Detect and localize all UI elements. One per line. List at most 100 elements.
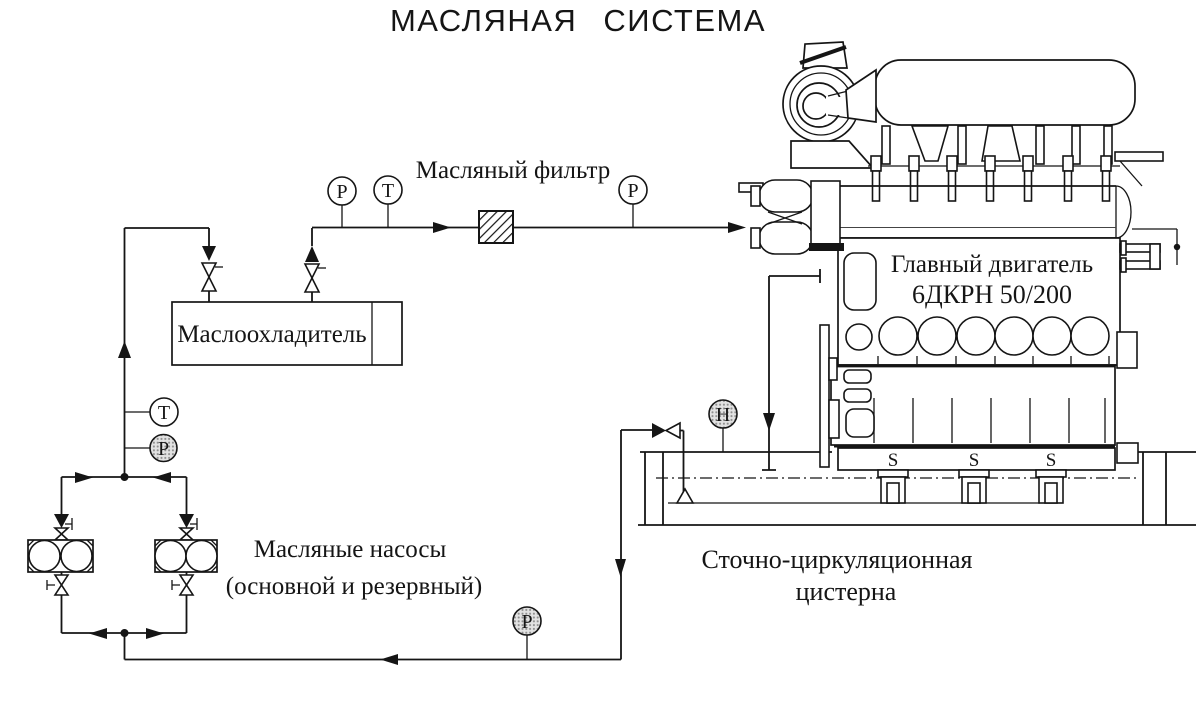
flow-arrow-down (179, 514, 194, 528)
flow-arrow-down (202, 246, 216, 261)
pumps-label-line2: (основной и резервный) (226, 573, 482, 600)
valves (46, 246, 681, 596)
junction-dot-engine-right (1173, 243, 1181, 251)
top-right-bracket (1114, 151, 1164, 162)
pressure-gauge-cooler-outlet: P (327, 176, 357, 206)
tank-right-posts (1142, 452, 1167, 525)
arrow-down-tank-outlet (615, 559, 626, 577)
cylinder-circles (845, 316, 1110, 356)
valve-stem (65, 518, 73, 530)
pump-right-bottom-valve (171, 572, 195, 596)
temperature-gauge-pump-discharge: T (149, 397, 179, 427)
gauge-letter: P (627, 180, 638, 202)
arrow-return-left (380, 654, 398, 665)
arrow-bottom-manifold-left (89, 628, 107, 639)
text-labels: МАСЛЯНАЯ СИСТЕМА Масляные насосы (основн… (226, 3, 973, 606)
piping-network (60, 204, 1181, 661)
engine-label-line1: Главный двигатель (891, 251, 1093, 278)
pressure-gauge-pump-discharge: P (149, 433, 178, 463)
engine-oil-inlet-assembly (738, 179, 844, 255)
gauge-letter: P (158, 438, 169, 460)
sump-mark: S (888, 450, 899, 471)
pumps-label-line1: Масляные насосы (254, 536, 447, 563)
pump-left-top-valve (52, 514, 73, 541)
oil-filter-label: Масляный фильтр (416, 157, 610, 184)
pump-corner-hatch (154, 539, 218, 573)
engine-manifold (838, 185, 1132, 239)
pipe-suction-return (124, 429, 652, 661)
tank-left-posts (644, 452, 664, 525)
turbo-outlet-funnel (845, 68, 877, 123)
gauge-stems (124, 204, 724, 659)
gauge-circle (149, 433, 178, 463)
gauge-letter: T (158, 402, 170, 424)
gauge-circle (618, 175, 648, 205)
pressure-gauge-suction-line: P (512, 606, 542, 636)
temperature-gauge-cooler-outlet: T (373, 175, 403, 205)
gauge-letter: P (336, 181, 347, 203)
pump-rotor (60, 539, 93, 573)
oil-cooler: Маслоохладитель (171, 301, 403, 366)
gauge-circle (327, 176, 357, 206)
tank-level-triangle (675, 487, 695, 504)
valve-stem (46, 580, 55, 590)
flow-arrows (75, 222, 775, 665)
junction-dot-bottom-manifold (120, 629, 129, 637)
pump-rotor (154, 539, 187, 573)
engine-label-line2: 6ДКРН 50/200 (912, 280, 1072, 309)
sump-mark: S (969, 450, 980, 471)
valve-stem (190, 518, 198, 530)
main-engine-drawing: Главный двигатель 6ДКРН 50/200 (738, 41, 1164, 504)
gauge-letter: P (521, 611, 532, 633)
arrow-down-engine-drain (763, 413, 775, 431)
tank-label-line1: Сточно-циркуляционная (701, 545, 972, 574)
tank-outlet-valve (652, 421, 681, 440)
oil-pump-standby (154, 539, 218, 573)
flow-arrow-up (305, 246, 319, 262)
pump-corner-hatch (27, 539, 94, 573)
oil-filter-box (478, 210, 514, 244)
air-receiver (874, 59, 1136, 126)
pipe-tank-drop (680, 429, 685, 500)
arrow-top-manifold-left (75, 472, 93, 483)
arrow-bottom-manifold-right (146, 628, 164, 639)
valve-stem (171, 580, 180, 590)
engine-mounts (877, 469, 1067, 504)
flow-arrow-down (54, 514, 69, 528)
gauge-circle (708, 399, 738, 429)
arrow-up-discharge-riser (118, 341, 131, 358)
pump-right-top-valve (177, 514, 198, 541)
pressure-gauge-after-filter: P (618, 175, 648, 205)
page-title: МАСЛЯНАЯ СИСТЕМА (390, 3, 766, 38)
turbo-inlet-eye (802, 92, 830, 120)
turbocharger (782, 41, 877, 169)
oil-cooler-label: Маслоохладитель (177, 321, 366, 348)
oil-pump-main (27, 539, 94, 573)
arrow-top-manifold-right (153, 472, 171, 483)
arrow-right-before-filter (433, 222, 451, 233)
cooler-inlet-valve (200, 246, 223, 292)
engine-right-details (1114, 151, 1164, 464)
cooler-outlet-valve (303, 246, 326, 293)
cylinder-head-row (868, 155, 1120, 202)
engine-block: Главный двигатель 6ДКРН 50/200 (837, 237, 1121, 366)
pipe-pump-top-manifold (60, 476, 188, 514)
junction-dot-top-manifold (120, 473, 129, 481)
level-gauge-tank: H (708, 399, 738, 429)
gauge-letter: H (716, 404, 730, 426)
arrow-right-into-engine (728, 222, 746, 233)
engine-oil-pan: S S S (834, 444, 1116, 471)
gauge-circle (373, 175, 403, 205)
turbo-pedestal (790, 140, 875, 169)
oil-pumps (27, 539, 218, 573)
oil-filter: Масляный фильтр (416, 157, 610, 244)
engine-side-gallery (819, 324, 830, 468)
gauge-circle (512, 606, 542, 636)
oil-cooler-box (171, 301, 403, 366)
sump-mark: S (1046, 450, 1057, 471)
engine-crankcase (830, 364, 1116, 446)
tank-label-line2: цистерна (796, 577, 897, 606)
pump-rotor (28, 539, 61, 573)
gauge-letter: T (382, 180, 394, 202)
